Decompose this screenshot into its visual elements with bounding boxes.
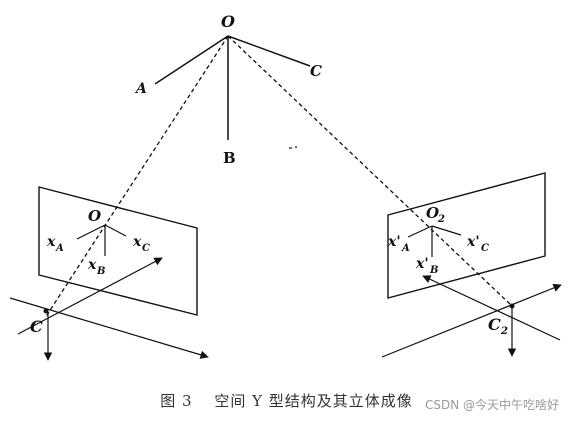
label-xa: x	[46, 234, 56, 250]
label-o2-sub: 2	[437, 214, 445, 225]
branch-oc	[227, 35, 311, 67]
label-xa2: x'	[387, 234, 401, 250]
left-axis-horizontal	[9, 297, 209, 359]
label-o1: O	[88, 207, 101, 225]
left-image-plane	[38, 186, 198, 316]
right-image-plane	[387, 172, 546, 299]
label-xc: x	[132, 234, 142, 250]
label-c1: C	[30, 317, 43, 336]
label-c2-sub: 2	[500, 326, 508, 337]
right-proj-c	[431, 225, 462, 236]
right-proj-a	[407, 225, 433, 238]
space-y-structure: O A C B	[134, 12, 322, 167]
label-o2: O	[426, 204, 439, 222]
label-xb-sub: B	[96, 266, 105, 277]
projection-ray-left	[44, 35, 229, 319]
figure-caption: 图 3 空间 Y 型结构及其立体成像	[160, 392, 413, 410]
label-c: C	[310, 62, 322, 80]
label-xb2: x'	[415, 256, 429, 272]
label-b: B	[223, 149, 236, 167]
left-camera: O x A x C x B C	[9, 186, 209, 361]
label-xc2: x'	[466, 234, 480, 250]
label-o: O	[221, 12, 235, 31]
right-camera-center	[509, 303, 515, 309]
branch-oa	[154, 35, 229, 85]
watermark: CSDN @今天中午吃啥好	[424, 398, 559, 412]
left-camera-center	[43, 308, 49, 314]
right-camera: O 2 x' A x' C x' B C 2	[381, 172, 562, 358]
left-proj-c	[104, 224, 127, 237]
label-c2: C	[488, 315, 501, 334]
label-xa2-sub: A	[401, 243, 410, 254]
speck-mark	[289, 146, 297, 149]
label-xb2-sub: B	[429, 265, 438, 276]
label-xc2-sub: C	[481, 243, 489, 254]
right-axis-diagonal	[422, 275, 561, 341]
label-xc-sub: C	[142, 243, 150, 254]
right-axis-horizontal	[381, 283, 562, 358]
projection-ray-right	[227, 35, 513, 307]
left-proj-a	[76, 224, 106, 240]
label-xa-sub: A	[55, 243, 64, 254]
label-xb: x	[87, 257, 97, 273]
label-a: A	[134, 81, 147, 97]
left-axis-diagonal	[17, 257, 163, 335]
